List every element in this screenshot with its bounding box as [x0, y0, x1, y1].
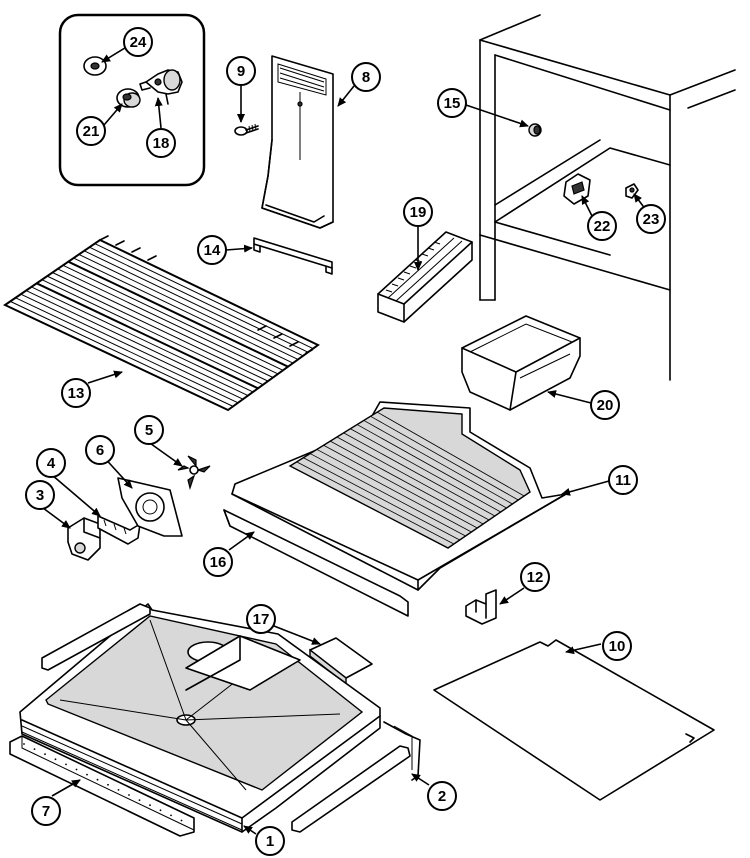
svg-text:9: 9: [237, 63, 245, 80]
part-2-side-rails: [41, 603, 421, 833]
callout-23: 23: [636, 204, 666, 234]
part-15-plug: [528, 123, 542, 137]
svg-text:10: 10: [609, 638, 626, 655]
callout-10: 10: [602, 631, 632, 661]
callout-14: 14: [197, 235, 227, 265]
callout-11: 11: [608, 465, 638, 495]
svg-text:19: 19: [410, 204, 427, 221]
callout-7: 7: [31, 796, 61, 826]
callout-1: 1: [255, 826, 285, 856]
svg-text:3: 3: [36, 487, 44, 504]
part-1-drain-pan: [19, 603, 381, 833]
part-22-bracket: [563, 173, 591, 205]
svg-text:23: 23: [643, 211, 660, 228]
svg-text:24: 24: [130, 34, 147, 51]
part-10-glass-panel: [433, 639, 715, 801]
callout-9: 9: [226, 56, 256, 86]
part-18-control: [139, 69, 183, 105]
callout-5: 5: [134, 415, 164, 445]
svg-text:17: 17: [253, 611, 270, 628]
part-19-ice-tray: [377, 231, 473, 323]
callout-4: 4: [36, 448, 66, 478]
svg-text:8: 8: [362, 69, 370, 86]
part-12-bracket: [465, 589, 497, 625]
part-13-wire-shelf: [2, 235, 320, 412]
callout-13: 13: [61, 378, 91, 408]
svg-text:16: 16: [210, 554, 227, 571]
part-3-motor-housing: [67, 517, 101, 561]
part-5-fan-blade: [177, 455, 211, 491]
svg-text:18: 18: [153, 135, 170, 152]
part-14-bar: [253, 237, 333, 275]
callout-2: 2: [427, 781, 457, 811]
part-6-fan-shroud: [117, 477, 183, 537]
callout-18: 18: [146, 128, 176, 158]
part-24-washer: [83, 56, 107, 76]
callout-6: 6: [85, 435, 115, 465]
part-20-bin: [461, 315, 581, 411]
callout-3: 3: [25, 480, 55, 510]
svg-text:15: 15: [444, 95, 461, 112]
inset-box: [58, 13, 206, 187]
callout-15: 15: [437, 88, 467, 118]
callout-19: 19: [403, 197, 433, 227]
callout-20: 20: [590, 390, 620, 420]
svg-text:12: 12: [527, 569, 544, 586]
svg-text:22: 22: [594, 218, 611, 235]
svg-text:13: 13: [68, 385, 85, 402]
callout-22: 22: [587, 211, 617, 241]
svg-text:4: 4: [47, 455, 56, 472]
callout-17: 17: [246, 604, 276, 634]
callout-8: 8: [351, 62, 381, 92]
part-16-trim-strip: [223, 509, 409, 617]
svg-text:7: 7: [42, 803, 50, 820]
part-11-shelf-frame: [231, 401, 567, 591]
part-8-evaporator-cover: [261, 55, 334, 229]
svg-text:6: 6: [96, 442, 104, 459]
svg-text:20: 20: [597, 397, 614, 414]
svg-text:2: 2: [438, 788, 446, 805]
svg-text:11: 11: [615, 472, 631, 489]
svg-text:14: 14: [204, 242, 221, 259]
svg-text:21: 21: [83, 123, 100, 140]
cabinet-outline: [479, 14, 736, 381]
part-9-screw: [234, 123, 259, 136]
callout-16: 16: [203, 547, 233, 577]
part-7-front-strip: [9, 735, 195, 837]
callout-21: 21: [76, 116, 106, 146]
callout-24: 24: [123, 27, 153, 57]
part-4-bracket: [97, 515, 141, 545]
part-21-knob: [116, 88, 141, 108]
svg-text:1: 1: [266, 833, 274, 850]
svg-text:5: 5: [145, 422, 153, 439]
callout-12: 12: [520, 562, 550, 592]
